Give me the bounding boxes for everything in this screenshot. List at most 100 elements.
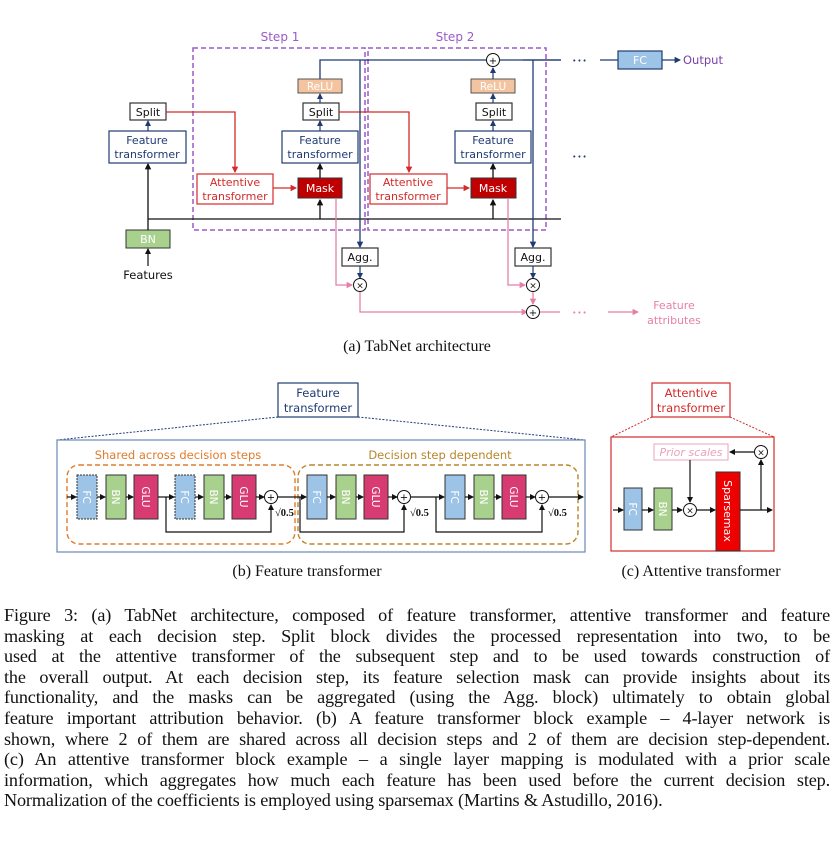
- relu-label: ReLU: [480, 81, 506, 93]
- caption-line: Normalization of the coefficients is emp…: [4, 790, 663, 811]
- plus-symbol: +: [267, 493, 275, 504]
- ft-label-line1: Feature: [299, 134, 341, 147]
- prior-scales-label: Prior scales: [659, 446, 722, 459]
- ft-label-line1: Feature: [126, 134, 168, 147]
- caption-line: information, which aggregates how much e…: [4, 769, 830, 790]
- panel-a-tabnet-architecture: Step 1 Step 2 Features BN Feature transf…: [108, 30, 723, 355]
- step2-feature-transformer: [454, 130, 532, 164]
- ft-label-line2: transformer: [114, 148, 180, 161]
- fc-label: FC: [178, 490, 190, 503]
- step2-split: [475, 102, 513, 121]
- caption-line: (c) An attentive transformer block examp…: [4, 749, 830, 770]
- step1-feature-transformer: [281, 130, 359, 164]
- ft-detail-frame: [56, 439, 586, 553]
- ellipsis-attributes: •••: [572, 309, 587, 317]
- caption-line: used at the attentive transformer of the…: [4, 646, 830, 667]
- step1-attentive-transformer: [196, 173, 274, 205]
- dependent-group: [297, 464, 579, 545]
- glu-block: [133, 474, 159, 520]
- tabnet-figure: Step 1 Step 2 Features BN Feature transf…: [56, 30, 781, 580]
- input-bn-label: BN: [140, 233, 156, 246]
- at-title-line2: transformer: [657, 401, 725, 415]
- relu-label: ReLU: [307, 81, 333, 93]
- step2-label: Step 2: [436, 30, 475, 44]
- subcaption-a: (a) TabNet architecture: [343, 338, 491, 355]
- sqrt-scale-label: √0.5: [275, 507, 294, 519]
- ft-title-line1: Feature: [296, 386, 339, 400]
- glu-label: GLU: [369, 486, 381, 507]
- bn-label: BN: [109, 489, 121, 504]
- split-label: Split: [309, 106, 334, 119]
- bn-label: BN: [207, 489, 219, 504]
- output-label: Output: [683, 53, 723, 67]
- caption-line: Figure 3: (a) TabNet architecture, compo…: [4, 605, 830, 625]
- sqrt-scale-label: √0.5: [410, 507, 429, 519]
- subcaption-b: (b) Feature transformer: [232, 563, 382, 580]
- residual-connection: [165, 497, 274, 533]
- plus-symbol: +: [538, 493, 546, 504]
- dependent-label: Decision step dependent: [368, 448, 512, 462]
- ellipsis-output: •••: [572, 57, 587, 65]
- shared-label: Shared across decision steps: [95, 448, 262, 462]
- prior-multiply-node: [683, 503, 697, 517]
- at-label-line1: Attentive: [210, 176, 261, 189]
- times-symbol: ×: [356, 282, 364, 292]
- caption-line: masking at each decision step. Split blo…: [4, 625, 830, 646]
- step1-label: Step 1: [261, 30, 300, 44]
- feature-attributes-label-line1: Feature: [653, 299, 695, 312]
- ft-label-line2: transformer: [287, 148, 353, 161]
- glu-label: GLU: [237, 486, 249, 507]
- residual-connection: [299, 497, 407, 533]
- times-symbol: ×: [686, 507, 694, 517]
- sparsemax-label: Sparsemax: [721, 480, 734, 542]
- plus-symbol: +: [400, 493, 408, 504]
- fc-label: FC: [310, 490, 322, 503]
- glu-label: GLU: [139, 486, 151, 507]
- fc-label: FC: [80, 490, 92, 503]
- plus-symbol: +: [489, 56, 497, 67]
- at-detail-frame: [610, 436, 775, 552]
- step2-multiply-node: [526, 278, 540, 292]
- step1-boundary: [192, 47, 366, 231]
- attribution-sum-node: [526, 305, 540, 319]
- times-symbol: ×: [757, 449, 765, 459]
- step2-boundary: [367, 47, 547, 231]
- sqrt-scale-label: √0.5: [548, 507, 567, 519]
- agg-label: Agg.: [521, 251, 546, 264]
- at-label-line1: Attentive: [383, 176, 434, 189]
- ft-title-box: [277, 382, 359, 418]
- glu-block: [231, 474, 257, 520]
- bn-label: BN: [339, 489, 351, 504]
- features-label: Features: [123, 268, 172, 282]
- caption-line: functionality, and the masks can be aggr…: [4, 687, 830, 708]
- times-symbol: ×: [529, 282, 537, 292]
- split-label: Split: [136, 106, 161, 119]
- ft-title-line2: transformer: [284, 401, 352, 415]
- ft-label-line1: Feature: [472, 134, 514, 147]
- residual-sum-node: [535, 490, 549, 504]
- shared-group: [66, 464, 296, 545]
- at-label-line2: transformer: [375, 190, 441, 203]
- residual-sum-node: [397, 490, 411, 504]
- feature-attributes-label-line2: attributes: [647, 314, 701, 327]
- residual-sum-node: [264, 490, 278, 504]
- panel-b-feature-transformer: Feature transformer Shared across decisi…: [56, 382, 586, 580]
- at-title-box: [651, 382, 731, 418]
- mask-label: Mask: [479, 182, 508, 195]
- at-label-line2: transformer: [202, 190, 268, 203]
- panel-c-attentive-transformer: Attentive transformer Prior scales × FC …: [610, 382, 781, 580]
- ft-label-line2: transformer: [460, 148, 526, 161]
- prior-scales-box: [653, 443, 729, 461]
- fc-label: FC: [633, 54, 647, 67]
- at-bn-block: [653, 487, 673, 531]
- caption-line: shown, where 2 of them are shared across…: [4, 728, 830, 749]
- plus-symbol: +: [529, 308, 537, 319]
- prior-update-multiply-node: [754, 445, 768, 459]
- step2-attentive-transformer: [369, 173, 448, 205]
- output-sum-node: [486, 53, 500, 67]
- caption-line: feature important attribution behavior. …: [4, 707, 830, 728]
- subcaption-c: (c) Attentive transformer: [621, 563, 781, 580]
- bn-label: BN: [656, 501, 668, 516]
- step1-multiply-node: [353, 278, 367, 292]
